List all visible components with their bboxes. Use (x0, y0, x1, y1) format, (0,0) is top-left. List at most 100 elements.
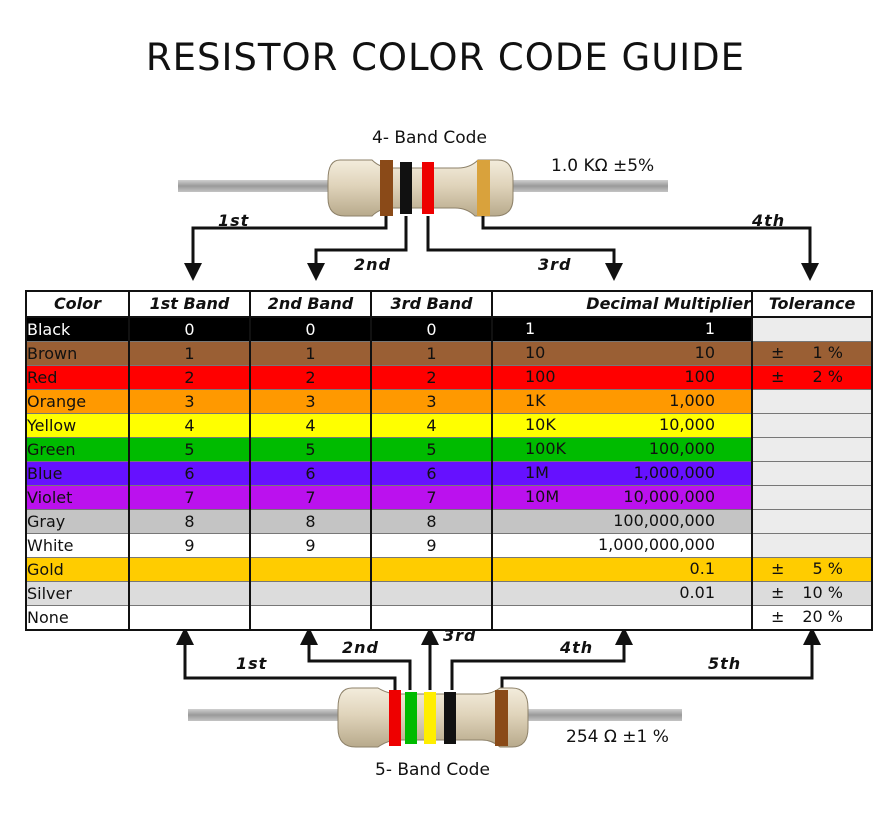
band1-cell: 1 (128, 341, 251, 366)
plus-minus-sign: ± (771, 343, 785, 362)
band3-cell: 3 (370, 389, 493, 414)
multiplier-value: 100,000 (648, 439, 715, 458)
band2-cell: 0 (249, 316, 372, 342)
color-name-cell: Gray (25, 509, 130, 534)
resistor-body (327, 159, 514, 217)
four-band-arrows (184, 216, 819, 281)
band3-cell: 6 (370, 461, 493, 486)
arrow-label-1st: 1st (236, 654, 268, 673)
header-decimal-multiplier: Decimal Multiplier (491, 290, 753, 318)
color-name-cell: None (25, 605, 130, 631)
band1-cell: 6 (128, 461, 251, 486)
five-band-value: 254 Ω ±1 % (566, 727, 669, 747)
multiplier-cell: 1K 1,000 (491, 389, 753, 414)
multiplier-value: 0.1 (689, 559, 715, 578)
color-name-cell: Orange (25, 389, 130, 414)
color-name-cell: Brown (25, 341, 130, 366)
band2-cell: 9 (249, 533, 372, 558)
multiplier-cell: 10K 10,000 (491, 413, 753, 438)
tolerance-cell (751, 437, 873, 462)
band3-cell: 4 (370, 413, 493, 438)
tolerance-cell (751, 413, 873, 438)
tolerance-cell (751, 533, 873, 558)
color-code-table: Color 1st Band 2nd Band 3rd Band Decimal… (25, 290, 873, 631)
multiplier-value: 1,000 (669, 391, 715, 410)
multiplier-value: 10 (694, 343, 715, 362)
tolerance-value: 1 % (812, 343, 843, 362)
header-1st-band: 1st Band (128, 290, 251, 318)
page-title: RESISTOR COLOR CODE GUIDE (145, 36, 746, 79)
arrow-label-2nd: 2nd (354, 255, 391, 274)
band3-cell (370, 605, 493, 631)
multiplier-value: 10,000 (659, 415, 715, 434)
tolerance-cell: ±1 % (751, 341, 873, 366)
arrow-label-3rd: 3rd (443, 626, 477, 645)
band3-cell (370, 557, 493, 582)
multiplier-value: 0.01 (679, 583, 715, 602)
multiplier-short: 10M (525, 487, 560, 506)
multiplier-cell: 0.1 (491, 557, 753, 582)
tolerance-value: 20 % (802, 607, 843, 626)
color-name-cell: Blue (25, 461, 130, 486)
band-brown (380, 160, 393, 216)
multiplier-short: 10K (525, 415, 556, 434)
tolerance-cell (751, 389, 873, 414)
arrow-label-1st: 1st (218, 211, 250, 230)
arrow-label-2nd: 2nd (342, 638, 379, 657)
band-brown (495, 690, 508, 746)
tolerance-cell: ±2 % (751, 365, 873, 390)
four-band-resistor (178, 159, 668, 217)
band1-cell (128, 581, 251, 606)
table-row: None ±20 % (25, 605, 873, 631)
multiplier-short: 100 (525, 367, 556, 386)
multiplier-short: 1K (525, 391, 546, 410)
band3-cell (370, 581, 493, 606)
band2-cell (249, 605, 372, 631)
four-band-label: 4- Band Code (372, 128, 487, 148)
table-header-row: Color 1st Band 2nd Band 3rd Band Decimal… (25, 290, 873, 318)
band-green (405, 692, 417, 744)
band1-cell (128, 605, 251, 631)
color-name-cell: White (25, 533, 130, 558)
tolerance-cell (751, 509, 873, 534)
plus-minus-sign: ± (771, 607, 785, 626)
band-red (389, 690, 401, 746)
multiplier-cell: 100,000,000 (491, 509, 753, 534)
tolerance-cell (751, 316, 873, 342)
multiplier-cell: 0.01 (491, 581, 753, 606)
tolerance-cell (751, 485, 873, 510)
header-tolerance: Tolerance (751, 290, 873, 318)
tolerance-cell (751, 461, 873, 486)
band2-cell: 4 (249, 413, 372, 438)
multiplier-short: 1 (525, 319, 536, 338)
band1-cell: 7 (128, 485, 251, 510)
color-name-cell: Yellow (25, 413, 130, 438)
band1-cell: 2 (128, 365, 251, 390)
arrow-label-4th: 4th (752, 211, 786, 230)
multiplier-value: 10,000,000 (623, 487, 715, 506)
five-band-label: 5- Band Code (375, 760, 490, 780)
five-band-resistor (188, 687, 682, 748)
multiplier-short: 1M (525, 463, 549, 482)
band2-cell: 8 (249, 509, 372, 534)
band-yellow (424, 692, 436, 744)
color-name-cell: Gold (25, 557, 130, 582)
color-name-cell: Violet (25, 485, 130, 510)
multiplier-cell (491, 605, 753, 631)
color-name-cell: Black (25, 316, 130, 342)
arrow-label-4th: 4th (560, 638, 594, 657)
